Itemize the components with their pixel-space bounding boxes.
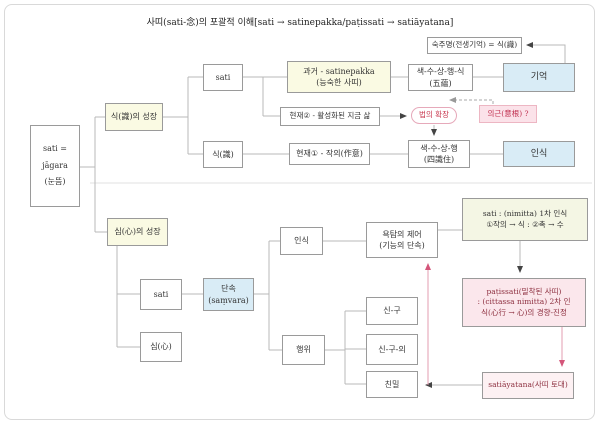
- node-past-satinepakka: 과거 - satinepakka (능숙한 사띠): [287, 61, 391, 93]
- node-sati-upper: sati: [203, 64, 243, 91]
- node-consciousness: 식(識): [203, 141, 243, 168]
- node-mind-growth: 심(心)의 성장: [107, 218, 168, 246]
- node-recognition-upper: 인식: [503, 141, 575, 167]
- node-sati-lower: sati: [140, 279, 182, 310]
- node-samvara: 단속 (saṃvara): [203, 278, 254, 311]
- node-patissati: paṭissati(밀착된 사띠) : (cittassa nimitta) 2…: [462, 278, 586, 327]
- node-four-stations: 색-수-상-행 (四識住): [408, 140, 470, 168]
- node-intimacy: 친밀: [366, 371, 418, 398]
- node-five-aggregates: 색-수-상-행-식 (五蘊): [408, 64, 473, 91]
- diagram-border: [4, 4, 595, 420]
- node-mind-faculty: 의근(意根) ?: [479, 105, 537, 123]
- node-body-speech: 신-구: [366, 297, 418, 325]
- node-body-speech-mind: 신-구-의: [366, 334, 418, 365]
- node-memory: 기억: [503, 63, 575, 92]
- node-past-life-memory: 숙주명(전생기억) = 식(識): [427, 37, 522, 54]
- node-recognition-lower: 인식: [280, 227, 323, 255]
- node-present-1: 현재① - 작의(作意): [289, 143, 370, 165]
- node-dhamma-expansion: 법의 확장: [411, 107, 457, 124]
- node-action: 행위: [282, 335, 325, 365]
- node-satiayatana: satiāyatana(사띠 토대): [482, 372, 574, 399]
- node-sati-jagara: sati = jāgara (눈뜸): [30, 125, 80, 207]
- node-consciousness-growth: 식(識)의 성장: [105, 103, 163, 131]
- node-present-2: 현재② - 활성화된 지금 삶: [280, 107, 380, 126]
- node-sati-nimitta: sati : (nimitta) 1차 인식 ①작의 → 식 : ②촉 → 수: [462, 198, 588, 241]
- diagram-title: 사띠(sati-念)의 포괄적 이해[sati → satinepakka/pa…: [146, 18, 454, 28]
- node-desire-control: 욕탐의 제어 (기능의 단속): [366, 222, 438, 258]
- node-mind: 심(心): [140, 332, 182, 362]
